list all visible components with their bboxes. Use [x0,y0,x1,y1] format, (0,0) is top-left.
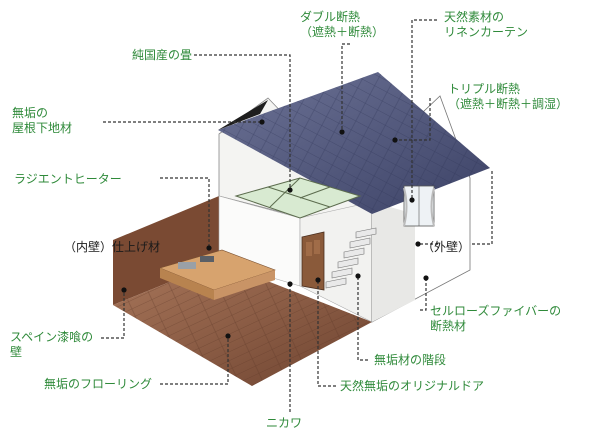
right-house-side [372,202,415,322]
label-spanish-wall-line2: 壁 [10,345,23,359]
label-muku-roof-line2: 屋根下地材 [12,121,73,135]
label-muku-stairs: 無垢材の階段 [374,353,446,368]
window-linen-curtain [403,185,435,227]
label-interior-wall-line1: （内壁）仕上げ材 [64,240,161,254]
label-exterior-wall: （外壁） [422,240,470,255]
wooden-door [301,231,325,291]
label-nikawa: ニカワ [266,416,302,431]
label-radiant-heater-line1: ラジエントヒーター [14,172,122,186]
label-muku-roof: 無垢の 屋根下地材 [12,106,72,136]
tatami-floor [234,177,362,219]
leader-dots [121,119,429,339]
label-double-insulation-line2: （遮熱＋断熱） [300,25,385,39]
label-natural-linen: 天然素材の リネンカーテン [444,10,528,40]
label-spanish-wall: スペイン漆喰の 壁 [10,330,93,360]
label-interior-wall: （内壁）仕上げ材 [64,240,160,255]
roof-shingles [218,72,490,214]
leader-lines [101,19,493,412]
label-exterior-wall-line1: （外壁） [422,240,471,254]
label-spanish-wall-line1: スペイン漆喰の [10,330,94,344]
label-muku-flooring-line1: 無垢のフローリング [44,377,153,391]
label-cellulose-line1: セルローズファイバーの [430,304,562,318]
label-muku-roof-line1: 無垢の [12,106,49,120]
label-double-insulation-line1: ダブル断熱 [300,10,361,24]
label-natural-linen-line2: リネンカーテン [444,25,529,39]
label-triple-insulation: トリプル断熱 （遮熱＋断熱＋調湿） [448,82,568,112]
label-triple-insulation-line2: （遮熱＋断熱＋調湿） [448,97,569,111]
label-original-door: 天然無垢のオリジナルドア [340,379,484,394]
label-triple-insulation-line1: トリプル断熱 [448,82,521,96]
label-double-insulation: ダブル断熱 （遮熱＋断熱） [300,10,384,40]
label-radiant-heater: ラジエントヒーター [14,172,122,187]
label-natural-linen-line1: 天然素材の [444,10,505,24]
label-cellulose: セルローズファイバーの 断熱材 [430,304,561,334]
label-original-door-line1: 天然無垢のオリジナルドア [340,379,485,393]
kitchen-counter [159,249,276,300]
wood-floor-planks [113,262,372,386]
left-back-wall [113,196,219,305]
label-muku-stairs-line1: 無垢材の階段 [374,353,447,367]
label-pure-tatami: 純国産の畳 [132,48,192,63]
stairs [325,227,377,289]
label-nikawa-line1: ニカワ [266,416,303,430]
label-pure-tatami-line1: 純国産の畳 [132,48,193,62]
label-muku-flooring: 無垢のフローリング [44,377,152,392]
label-cellulose-line2: 断熱材 [430,319,467,333]
